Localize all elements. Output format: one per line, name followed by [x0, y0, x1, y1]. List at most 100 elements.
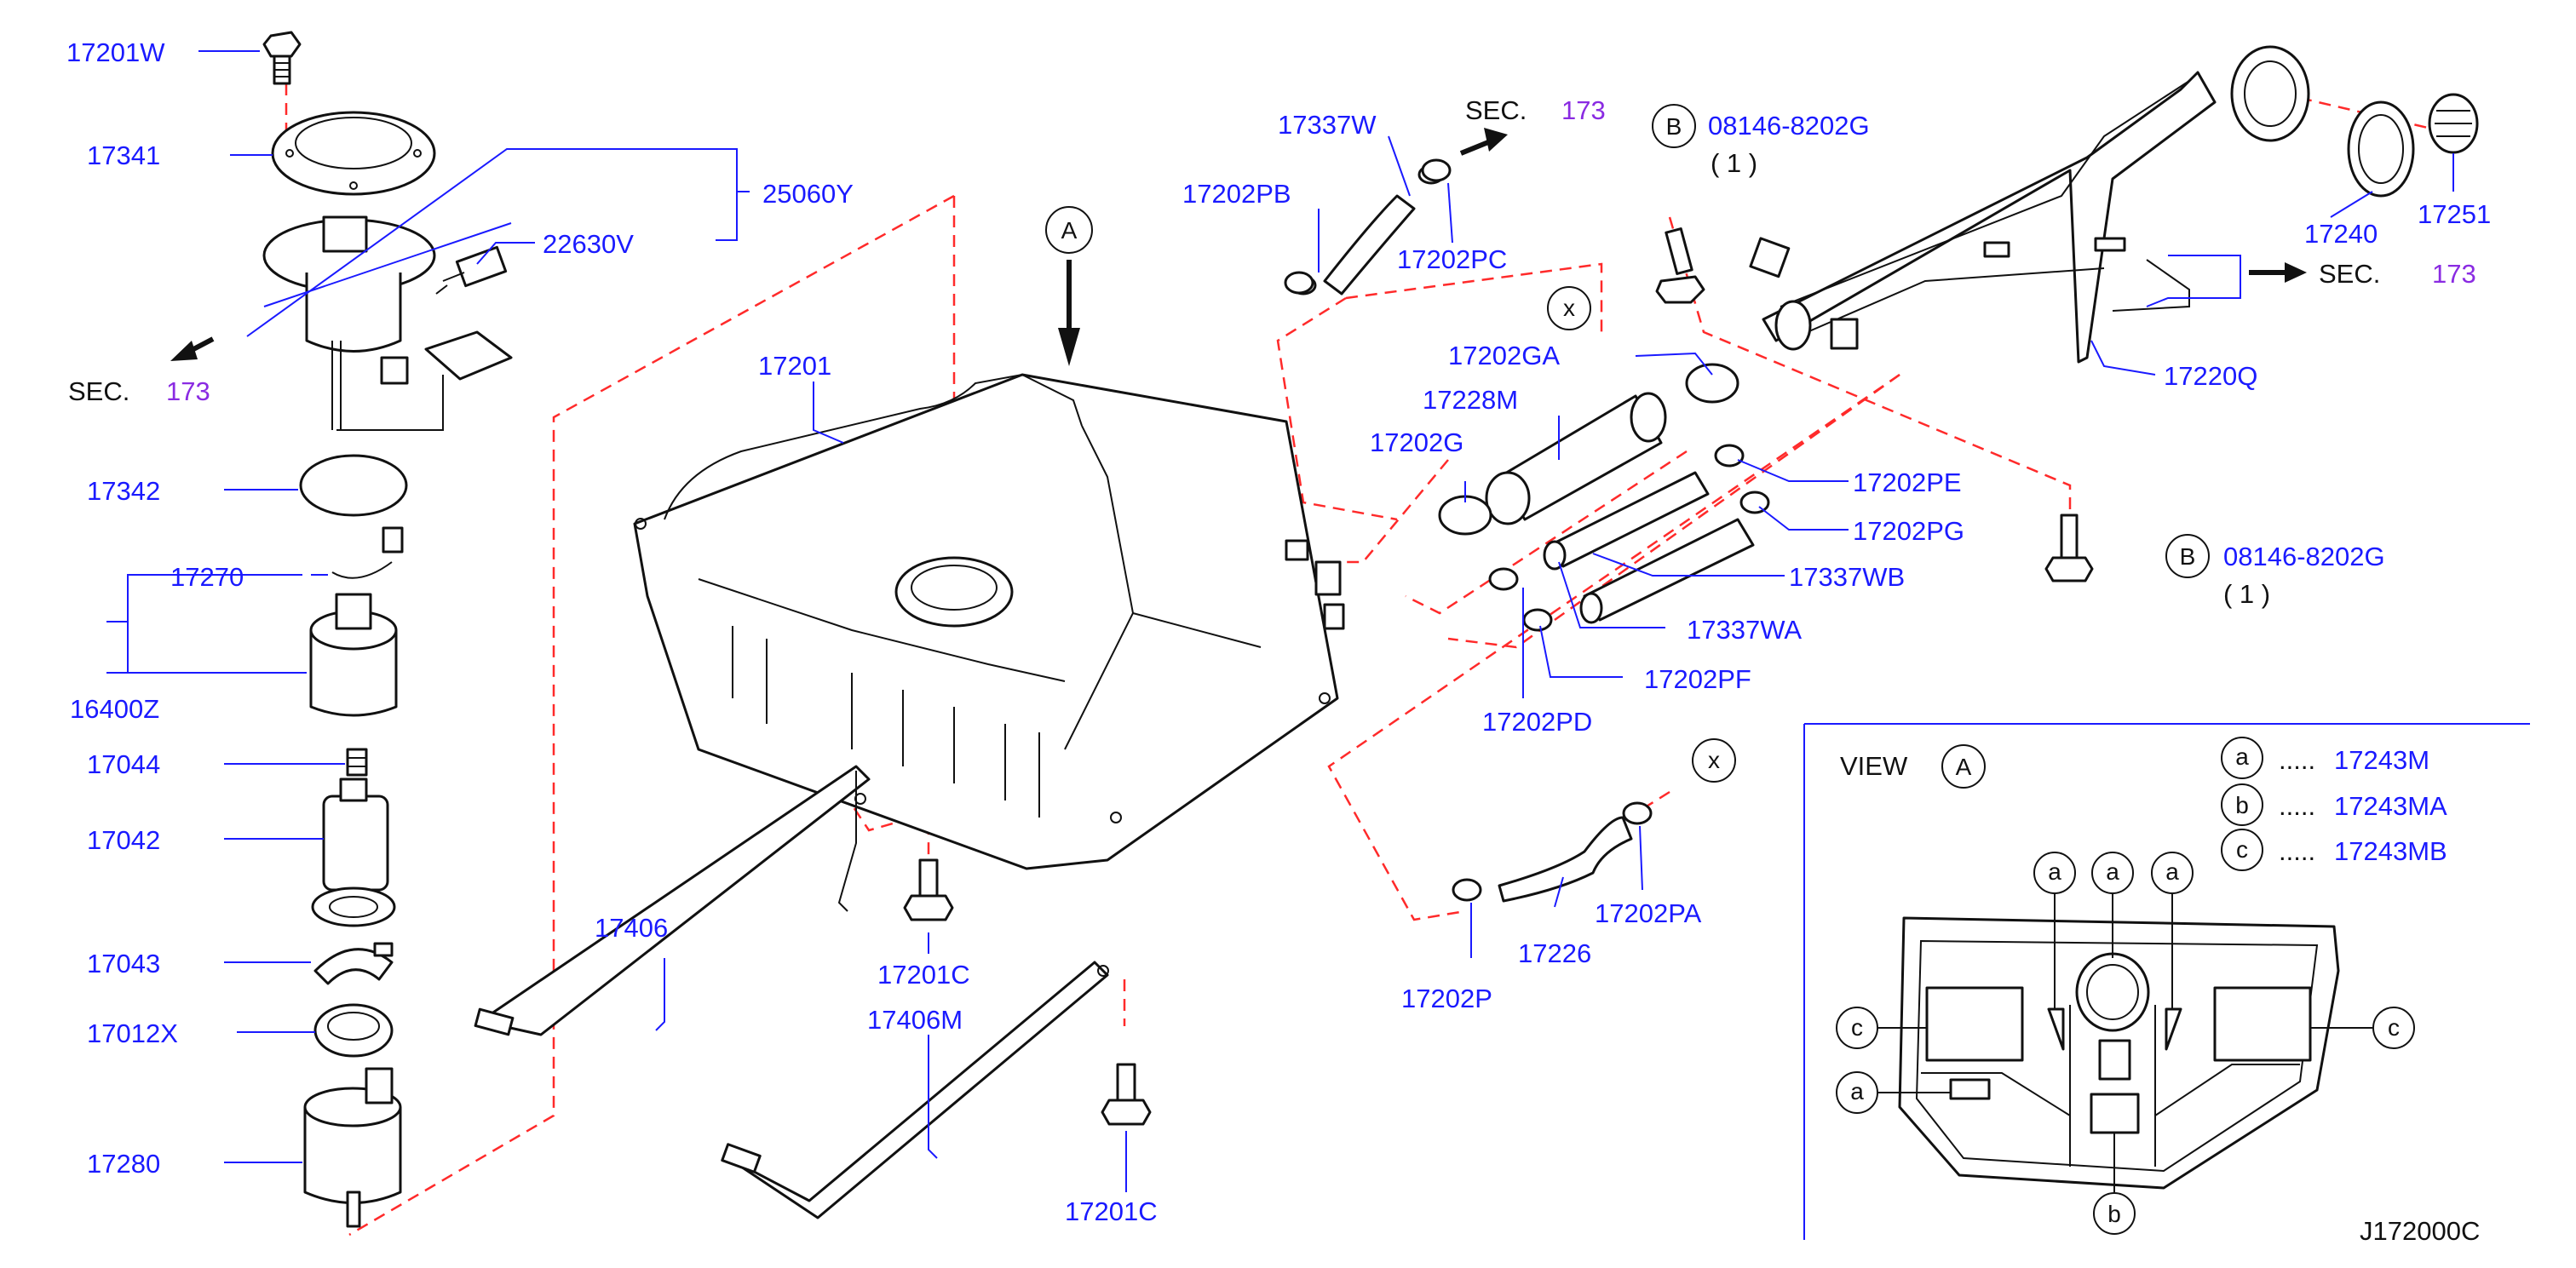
- fuel-cap-17251: [2428, 93, 2479, 154]
- label-17202ga: 17202GA: [1448, 341, 1560, 370]
- label-17337wa: 17337WA: [1687, 615, 1802, 645]
- labels-filler: B 08146-8202G ( 1 ) 17240 17251 SEC. 173…: [1652, 104, 2491, 609]
- sec-number-left: 173: [166, 376, 210, 406]
- label-17228m: 17228M: [1423, 385, 1518, 415]
- label-17201: 17201: [758, 351, 831, 381]
- view-label: VIEW: [1840, 751, 1908, 781]
- sec-label-left: SEC.: [68, 376, 129, 406]
- sec-arrow-top: [1459, 128, 1508, 156]
- view-a-panel: VIEW A a ..... 17243M b ..... 17243MA c …: [1803, 723, 2530, 1246]
- label-17280: 17280: [87, 1149, 160, 1179]
- label-17201c-a: 17201C: [877, 960, 970, 990]
- filter-17044: [346, 748, 368, 777]
- callout-x-upper-letter: x: [1563, 295, 1575, 321]
- callout-b-upper-letter: B: [1666, 113, 1682, 140]
- label-17341: 17341: [87, 141, 160, 170]
- bolt-17201c-a: [903, 858, 954, 921]
- sec-arrow-right: [2249, 262, 2307, 283]
- sec-number-top: 173: [1561, 95, 1606, 125]
- pump-bracket-17270: [309, 526, 404, 717]
- bolt-17201c-b: [1101, 1063, 1152, 1126]
- label-17202g: 17202G: [1370, 427, 1463, 457]
- label-08146-8202g-a: 08146-8202G: [1708, 111, 1870, 141]
- label-17201w: 17201W: [66, 37, 165, 67]
- label-16400z: 16400Z: [70, 694, 159, 724]
- sec-label-top: SEC.: [1465, 95, 1527, 125]
- callout-a-top-letter: A: [1061, 217, 1078, 244]
- filler-hose-17228m: [1485, 392, 1667, 525]
- label-17220q: 17220Q: [2164, 361, 2257, 391]
- label-17342: 17342: [87, 476, 160, 506]
- label-22630v: 22630V: [543, 229, 634, 259]
- label-17043: 17043: [87, 949, 160, 978]
- view-callout-a3-letter: a: [2165, 858, 2179, 885]
- seal-17012x: [313, 1003, 394, 1058]
- view-callout-a1-letter: a: [2048, 858, 2061, 885]
- label-17270: 17270: [170, 562, 244, 592]
- callout-x-upper: x: [1547, 286, 1591, 330]
- view-callout-c-right: c: [2372, 1007, 2415, 1049]
- view-callouts: a a a c c a b: [1836, 852, 2415, 1235]
- bolt-08146-a: [1655, 227, 1705, 304]
- callout-b-upper: B: [1652, 104, 1696, 148]
- sec-ref-right: SEC. 173: [2319, 259, 2476, 289]
- leader-lines: [106, 50, 2454, 1192]
- label-17202pe: 17202PE: [1853, 468, 1962, 497]
- callout-x-lower-letter: x: [1708, 747, 1720, 773]
- label-17406m: 17406M: [867, 1005, 963, 1035]
- strap-17406m: [721, 961, 1109, 1219]
- legend-dots-a: .....: [2279, 745, 2315, 775]
- labels-hoses: 17337W SEC. 173 17202PB 17202PC 17202GA …: [1182, 95, 1964, 1013]
- hose-17226: [1498, 816, 1633, 903]
- legend-key-c: c: [2236, 836, 2248, 863]
- label-17202pc: 17202PC: [1397, 244, 1507, 274]
- label-17202p: 17202P: [1401, 984, 1492, 1013]
- sec-arrow-left: [170, 336, 215, 361]
- view-callout-c-right-letter: c: [2388, 1014, 2400, 1041]
- label-17406: 17406: [595, 913, 668, 943]
- view-callout-a3: a: [2151, 852, 2194, 894]
- legend-row-b: b ..... 17243MA: [2221, 783, 2447, 826]
- vent-hose-17337w: [1290, 164, 1445, 295]
- legend-dots-b: .....: [2279, 791, 2315, 821]
- lock-ring-17341: [271, 111, 436, 196]
- view-letter-callout: A: [1941, 744, 1986, 789]
- label-17251: 17251: [2418, 199, 2491, 229]
- fuel-pump-17042: [311, 777, 396, 927]
- qty-a: ( 1 ): [1711, 148, 1757, 178]
- legend-part-b: 17243MA: [2334, 791, 2447, 821]
- label-17202pa: 17202PA: [1595, 898, 1702, 928]
- label-17042: 17042: [87, 825, 160, 855]
- drawing-code: J172000C: [2360, 1216, 2480, 1246]
- bolt-08146-b: [2044, 514, 2094, 582]
- view-callout-b-bottom-letter: b: [2107, 1201, 2121, 1227]
- callout-a-top: A: [1045, 206, 1093, 254]
- label-17044: 17044: [87, 749, 160, 779]
- sec-ref-top: SEC. 173: [1465, 95, 1606, 125]
- label-17201c-b: 17201C: [1065, 1196, 1158, 1226]
- retainer-17043: [313, 942, 394, 985]
- pump-assembly-column: [262, 31, 513, 1228]
- view-callout-c-left-letter: c: [1851, 1014, 1863, 1041]
- label-17202pg: 17202PG: [1853, 516, 1964, 546]
- legend-key-a: a: [2235, 743, 2249, 770]
- view-letter: A: [1956, 754, 1972, 780]
- labels-center: 17201 17406 17201C 17406M 17201C A: [595, 206, 1158, 1226]
- tank-top-view: [1898, 916, 2340, 1190]
- hose-17337wb: [1579, 518, 1755, 624]
- labels-left: 17201W 17341 25060Y 22630V SEC. 173 1734…: [66, 37, 854, 1179]
- view-callout-a2: a: [2091, 852, 2134, 894]
- gasket-17342: [299, 454, 408, 517]
- filler-neck-ring-17240: [2230, 45, 2415, 198]
- label-17240: 17240: [2304, 219, 2378, 249]
- callout-b-lower: B: [2165, 534, 2210, 578]
- label-17012x: 17012X: [87, 1018, 178, 1048]
- sec-label-right: SEC.: [2319, 259, 2380, 289]
- view-callout-a-left-letter: a: [1850, 1078, 1864, 1104]
- reservoir-17280: [303, 1067, 402, 1228]
- view-callout-a2-letter: a: [2106, 858, 2119, 885]
- callout-b-lower-letter: B: [2180, 543, 2196, 570]
- sec-ref-left: SEC. 173: [68, 376, 210, 406]
- fuel-tank-17201: [633, 373, 1345, 870]
